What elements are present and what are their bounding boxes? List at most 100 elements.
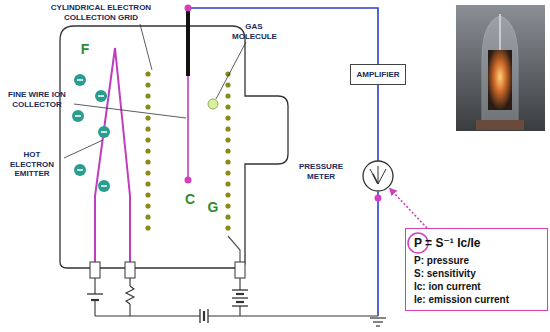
grid-wire-dot — [145, 170, 150, 175]
bias-circuit — [95, 315, 200, 316]
electrons — [72, 74, 110, 192]
electron-charge — [101, 131, 107, 133]
grid-wire-dot — [225, 203, 230, 208]
meter-face — [363, 161, 393, 191]
electron — [72, 110, 84, 122]
bias-circuit — [129, 278, 130, 286]
signal-wire — [377, 85, 379, 161]
electron-charge — [77, 169, 83, 171]
grid-wire-dot — [225, 192, 230, 197]
grid-wire-dot — [225, 225, 230, 230]
battery-symbols — [232, 305, 248, 306]
electron-charge — [101, 185, 107, 187]
ground-symbol — [370, 318, 386, 326]
meter-tick — [370, 169, 378, 184]
electrode-letter: C — [183, 192, 197, 207]
grid-wire-dot — [225, 93, 230, 98]
electron — [95, 90, 107, 102]
ground-symbol — [370, 317, 386, 318]
photo — [499, 14, 501, 50]
gas-molecule — [208, 99, 218, 109]
grid-wire-dot — [145, 82, 150, 87]
meter-tick — [378, 166, 379, 184]
part-label: GAS MOLECULE — [232, 22, 276, 41]
meter-tick — [378, 169, 386, 184]
part-label: HOT ELECTRON EMITTER — [2, 150, 62, 179]
battery-symbols — [236, 293, 244, 295]
photo — [476, 120, 524, 130]
bias-circuit — [126, 286, 134, 304]
grid-wire-dot — [145, 71, 150, 76]
terminals — [185, 5, 382, 202]
part-label: FINE WIRE ION COLLECTOR — [2, 90, 72, 109]
grid-wire-dot — [225, 82, 230, 87]
amplifier-box: AMPLIFIER — [350, 64, 405, 85]
grid-wire-dot — [225, 159, 230, 164]
leader-lines — [64, 140, 103, 158]
ground-symbol — [373, 321, 383, 322]
battery-symbols — [203, 311, 205, 321]
grid-wire-dot — [145, 181, 150, 186]
meter-label: PRESSURE METER — [288, 162, 354, 181]
signal-wire — [188, 8, 378, 316]
collector-lead — [186, 8, 190, 76]
battery-symbols — [199, 309, 200, 323]
ground-symbol — [376, 325, 380, 326]
definition: P: pressure — [414, 254, 541, 267]
grid-wire-dot — [145, 159, 150, 164]
formula-box: P = S⁻¹ Ic/IeP: pressureS: sensitivityIc… — [405, 228, 548, 311]
battery-symbols — [91, 299, 99, 301]
terminals — [185, 177, 192, 184]
leader-lines — [64, 24, 246, 158]
electron-charge — [75, 115, 81, 117]
ion-collector — [187, 76, 189, 180]
leader-lines — [140, 24, 152, 70]
bias-circuit — [239, 306, 240, 316]
electron-charge — [98, 95, 104, 97]
bias-circuit — [95, 278, 378, 316]
grid-wire-dot — [145, 115, 150, 120]
grid-lead — [228, 236, 240, 262]
terminals — [185, 5, 192, 12]
grid-wire-dot — [145, 203, 150, 208]
part-label: CYLINDRICAL ELECTRON COLLECTION GRID — [40, 3, 162, 22]
electron-charge — [77, 79, 83, 81]
filament — [95, 48, 130, 262]
glass-envelope — [60, 26, 288, 268]
bias-circuit — [239, 278, 240, 290]
grid-wire-dot — [225, 148, 230, 153]
grid-wire-dot — [225, 115, 230, 120]
battery-symbols — [236, 301, 244, 303]
terminals — [375, 195, 382, 202]
definition: S: sensitivity — [414, 267, 541, 280]
grid-wire-dot — [225, 104, 230, 109]
electron — [98, 180, 110, 192]
feedthroughs — [90, 262, 245, 278]
leader-lines — [74, 104, 186, 118]
signal-wire — [377, 192, 379, 316]
bias-circuit — [129, 304, 130, 316]
battery-symbols — [232, 289, 248, 290]
definition: Ie: emission current — [414, 293, 541, 306]
filament — [95, 48, 130, 262]
feedthroughs — [125, 262, 135, 278]
feedthroughs — [90, 262, 100, 278]
meter-needle — [373, 174, 378, 184]
electrode-letter: G — [206, 200, 220, 215]
grid-wire-dot — [145, 137, 150, 142]
bias-circuit — [94, 300, 95, 316]
grid-wire-dot — [145, 148, 150, 153]
grid-wire-dot — [145, 192, 150, 197]
grid-wire-dot — [145, 93, 150, 98]
meter-symbol — [362, 160, 394, 192]
formula: P = S⁻¹ Ic/Ie — [414, 232, 541, 254]
battery-symbols — [232, 297, 248, 298]
feedthroughs — [235, 262, 245, 278]
definition: Ic: ion current — [414, 280, 541, 293]
pointer-arrow — [390, 188, 427, 228]
grid-wire-dot — [225, 137, 230, 142]
box-label: AMPLIFIER — [356, 70, 399, 79]
grid-wire-dot — [225, 170, 230, 175]
photo — [456, 5, 545, 131]
grid-wire-dot — [145, 214, 150, 219]
